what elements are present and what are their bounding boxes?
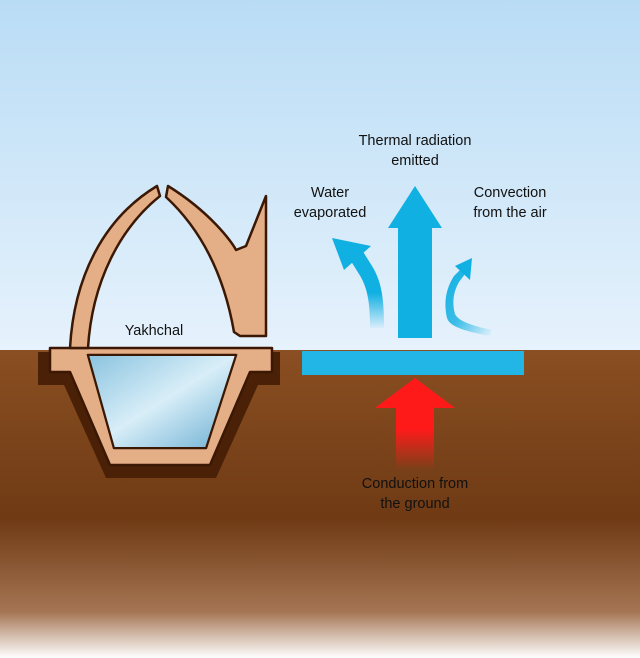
convection-label: Convection from the air [473, 185, 547, 221]
thermal-radiation-label: Thermal radiation emitted [358, 133, 472, 169]
dome-left-wall [68, 184, 162, 350]
water-evaporated-label: Water evaporated [293, 185, 367, 221]
conduction-label: Conduction from the ground [361, 476, 469, 512]
evaporation-arrow-stem [349, 250, 384, 328]
conduction-arrow [375, 378, 455, 470]
evaporation-arrowhead [332, 238, 371, 270]
convection-arrowhead [455, 258, 472, 280]
thermal-radiation-arrow [388, 186, 442, 338]
yakhchal-label: Yakhchal [124, 323, 184, 339]
ice-pool [302, 351, 524, 375]
ice-storage [86, 354, 238, 449]
convection-arrow-stem [445, 270, 492, 336]
dome-right-wall [164, 184, 268, 338]
sky [0, 0, 640, 350]
